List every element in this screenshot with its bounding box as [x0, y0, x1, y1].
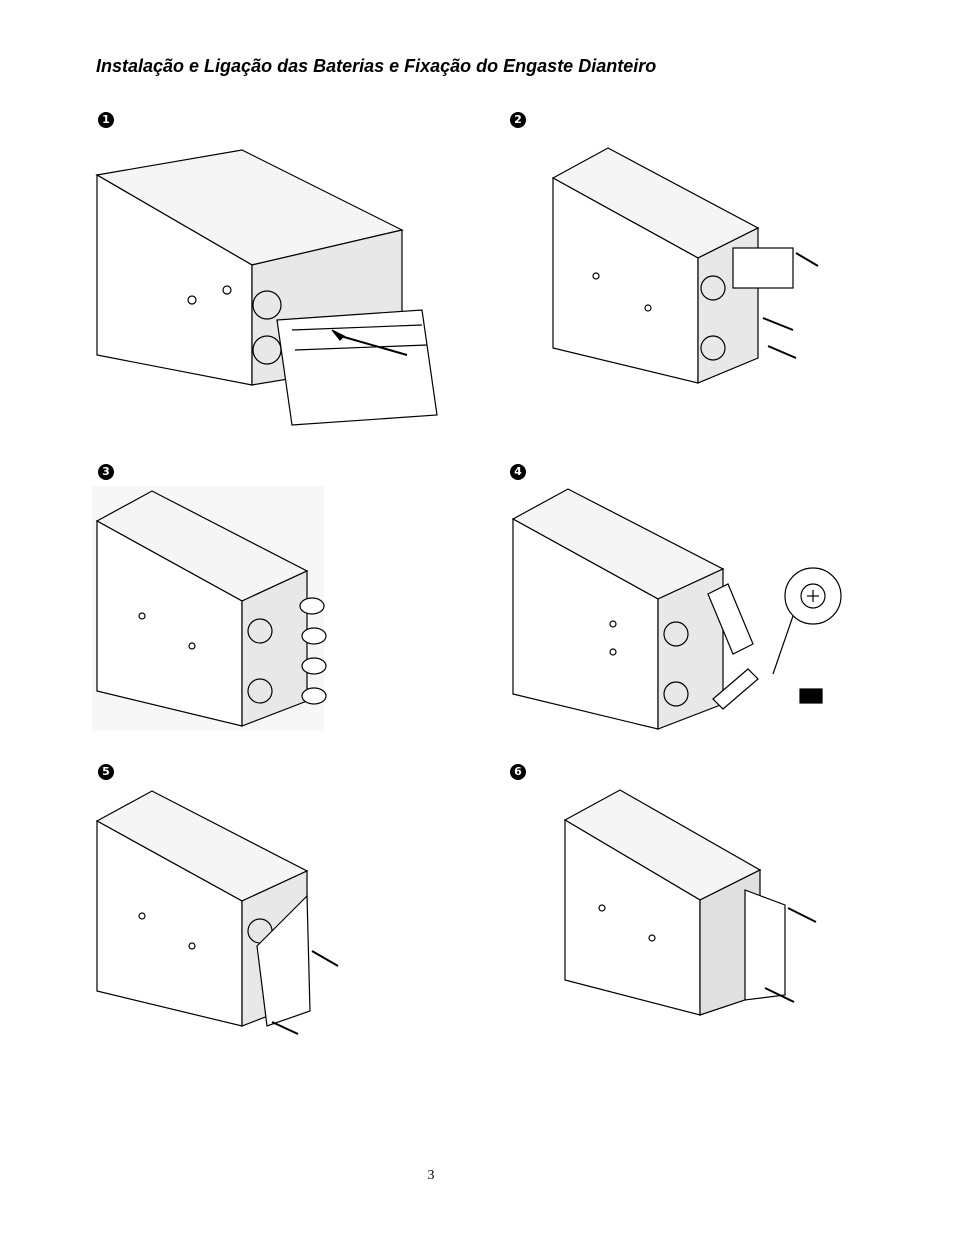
step-2-illustration [551, 147, 819, 384]
step-4-illustration [511, 488, 842, 730]
step-5-number: 5 [98, 764, 114, 780]
step-1-number: 1 [98, 112, 114, 128]
step-6-number: 6 [510, 764, 526, 780]
step-1-illustration [95, 149, 438, 426]
step-5-illustration [95, 790, 339, 1035]
page-number: 3 [427, 1168, 435, 1183]
step-3-illustration [92, 486, 327, 731]
step-4-number: 4 [510, 464, 526, 480]
step-6-illustration [563, 789, 817, 1016]
step-3-number: 3 [98, 464, 114, 480]
step-2-number: 2 [510, 112, 526, 128]
page-title: Instalação e Ligação das Baterias e Fixa… [96, 56, 657, 76]
